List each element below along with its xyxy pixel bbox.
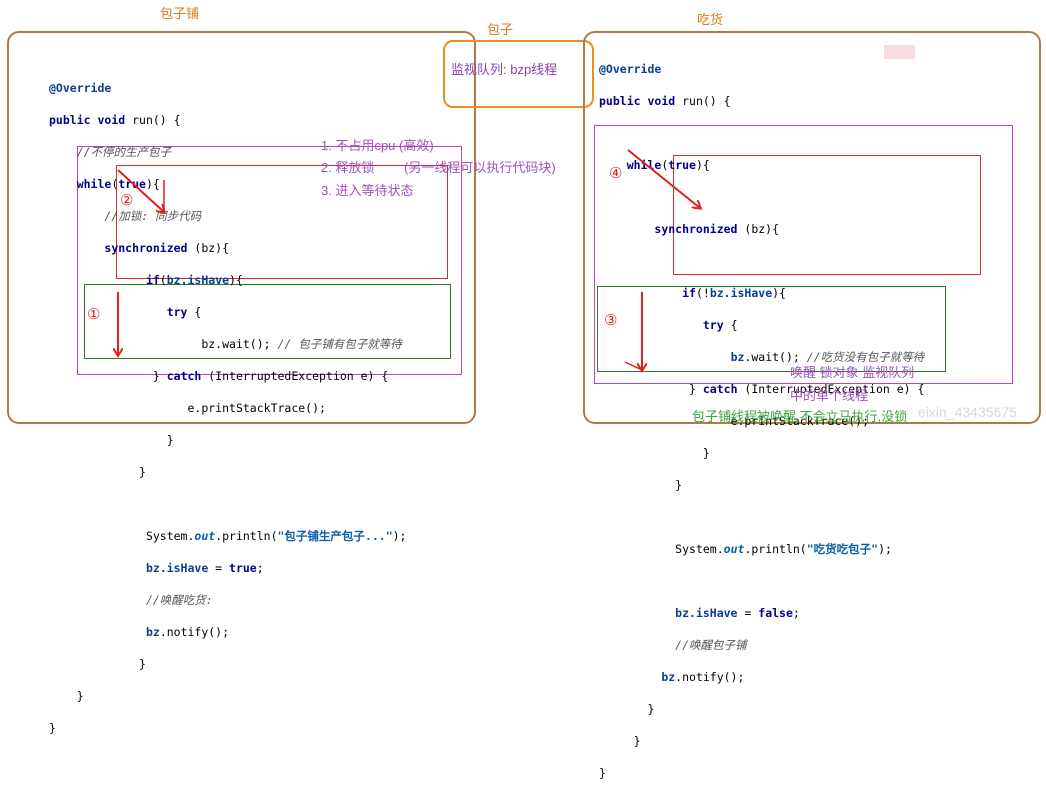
code-line: if(!bz.isHave){ — [682, 286, 786, 300]
step-marker-3: ③ — [604, 312, 618, 329]
code-line: } — [702, 446, 710, 460]
code-line: public void run() { — [49, 113, 181, 127]
bun-monitor-frame — [443, 40, 594, 108]
code-line: bz.wait(); //吃货没有包子就等待 — [730, 350, 925, 364]
note-wake-b: 中的单个线程 — [790, 388, 869, 403]
left-wait-block — [116, 165, 448, 279]
pink-mark — [884, 45, 915, 59]
left-produce-block — [84, 284, 451, 359]
code-line: System.out.println("吃货吃包子"); — [675, 542, 892, 556]
note-waiting: 3. 进入等待状态 — [321, 183, 414, 198]
step-marker-1: ① — [87, 306, 101, 323]
code-line: } — [633, 734, 641, 748]
arrow-step-2 — [117, 169, 164, 212]
arrows-layer — [0, 149, 1046, 431]
code-line: public void run() { — [599, 94, 731, 108]
code-line: } — [139, 657, 146, 671]
note-release-lock: 2. 释放锁 — [321, 160, 375, 175]
code-line: try { — [702, 318, 738, 332]
bun-title: 包子 — [487, 22, 514, 37]
step-marker-2: ② — [120, 192, 134, 209]
arrow-step-4 — [627, 149, 700, 208]
code-line: System.out.println("包子铺生产包子..."); — [145, 529, 407, 543]
code-line: synchronized (bz){ — [654, 222, 780, 236]
right-sync-block — [594, 125, 1013, 384]
left-sync-block — [77, 146, 462, 375]
code-line: bz.notify(); — [145, 625, 230, 639]
right-consume-block — [597, 286, 946, 372]
code-line: @Override — [49, 81, 112, 95]
code-line: } — [139, 465, 146, 479]
code-line: } — [599, 766, 606, 780]
code-line — [49, 496, 406, 512]
producer-frame — [7, 31, 476, 424]
code-line: bz.isHave = false; — [675, 606, 800, 620]
code-line: while(true){ — [626, 158, 710, 172]
code-line: bz.notify(); — [661, 670, 745, 684]
note-bottom: 包子铺线程被唤醒,不会立马执行,没锁 — [692, 409, 908, 424]
code-line: } — [647, 702, 655, 716]
code-line: bz.wait(); // 包子铺有包子就等待 — [201, 337, 402, 351]
note-other-thread: (另一线程可以执行代码块) — [404, 160, 556, 175]
code-line — [599, 573, 924, 589]
code-line: e.printStackTrace(); — [187, 401, 326, 415]
code-line: if(bz.isHave){ — [145, 273, 243, 287]
code-line: synchronized (bz){ — [104, 241, 230, 255]
code-line — [599, 509, 924, 525]
code-line: //唤醒包子铺 — [675, 638, 747, 652]
code-line: //加锁: 同步代码 — [104, 209, 202, 223]
note-wake-a: 唤醒 锁对象 监视队列 — [790, 365, 915, 380]
consumer-title: 吃货 — [697, 12, 724, 27]
code-line: try { — [166, 305, 202, 319]
code-line: //唤醒吃货: — [145, 593, 213, 607]
monitor-queue-text: 监视队列: bzp线程 — [451, 62, 558, 77]
step-marker-4: ④ — [609, 165, 623, 182]
arrow-step-3-tail — [624, 361, 643, 371]
consumer-frame — [583, 31, 1041, 424]
code-line: } catch (InterruptedException e) { — [689, 382, 925, 396]
code-line: @Override — [599, 62, 662, 76]
right-wait-block — [673, 155, 981, 275]
code-line: } — [76, 689, 84, 703]
code-line: } — [675, 478, 683, 492]
note-cpu: 1. 不占用cpu (高效) — [321, 138, 434, 153]
watermark: eixin_43435675 — [918, 404, 1017, 420]
code-line: //不停的生产包子 — [76, 145, 172, 159]
code-line: e.printStackTrace(); — [730, 414, 870, 428]
code-line: } catch (InterruptedException e) { — [152, 369, 389, 383]
code-line: } — [49, 721, 56, 735]
code-line: } — [166, 433, 174, 447]
producer-title: 包子铺 — [160, 6, 200, 21]
code-line: bz.isHave = true; — [145, 561, 264, 575]
